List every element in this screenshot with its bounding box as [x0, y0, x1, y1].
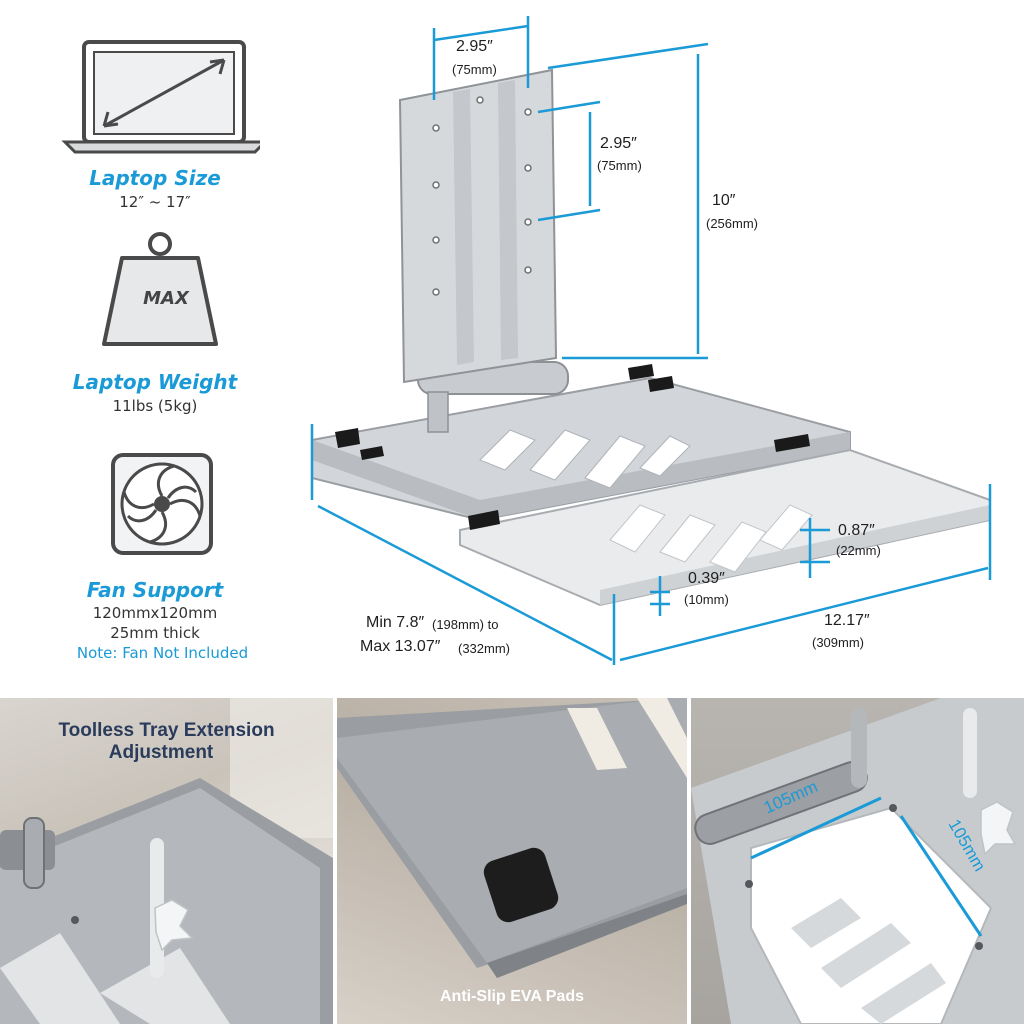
anti-slip-pads-photo-panel: Anti-Slip EVA Pads: [337, 698, 687, 1024]
dim-height-value: 10″: [712, 192, 736, 209]
dim-lip-height-sub: (22mm): [836, 543, 881, 558]
dim-depth-min-sub: (198mm) to: [432, 617, 499, 632]
dim-depth-max: Max 13.07″: [360, 638, 441, 655]
fan-icon: [111, 453, 213, 555]
fan-mount-illustration: [691, 698, 1024, 1024]
dim-hole-spacing-sub: (75mm): [597, 158, 642, 173]
laptop-weight-value: 11lbs (5kg): [112, 397, 198, 415]
tray-extension-illustration: [0, 698, 333, 1024]
fan-mount-photo-panel: 105mm 105mm: [691, 698, 1024, 1024]
tray-extension-caption-line1: Toolless Tray Extension: [58, 720, 275, 741]
tray-extension-photo-panel: Toolless Tray Extension Adjustment: [0, 698, 333, 1024]
anti-slip-pad-illustration: [337, 698, 687, 978]
fan-support-thickness: 25mm thick: [110, 624, 200, 642]
dim-lip-height-value: 0.87″: [838, 522, 875, 539]
weight-max-label: MAX: [143, 288, 189, 309]
laptop-icon: [61, 40, 260, 154]
fan-support-size: 120mmx120mm: [92, 604, 218, 622]
dim-depth-min: Min 7.8″: [366, 614, 425, 631]
dim-width-sub: (309mm): [812, 635, 865, 650]
weight-icon: [102, 232, 218, 346]
laptop-weight-title: Laptop Weight: [72, 370, 238, 394]
dim-top-width-sub: (75mm): [452, 62, 497, 77]
anti-slip-pads-caption: Anti-Slip EVA Pads: [439, 988, 584, 1005]
laptop-size-value: 12″ ~ 17″: [119, 193, 191, 211]
dim-depth-max-sub: (332mm): [458, 641, 511, 656]
dim-thickness-sub: (10mm): [684, 592, 729, 607]
fan-support-title: Fan Support: [86, 578, 224, 602]
fan-not-included-note: Note: Fan Not Included: [76, 644, 249, 662]
dim-height-sub: (256mm): [706, 216, 759, 231]
tray-extension-caption-line2: Adjustment: [108, 742, 214, 763]
dim-top-width-value: 2.95″: [456, 38, 493, 55]
laptop-stand-illustration: [310, 16, 992, 665]
dim-hole-spacing-value: 2.95″: [600, 135, 637, 152]
dim-width-value: 12.17″: [824, 612, 870, 629]
dim-thickness-value: 0.39″: [688, 570, 725, 587]
laptop-size-title: Laptop Size: [89, 166, 221, 190]
